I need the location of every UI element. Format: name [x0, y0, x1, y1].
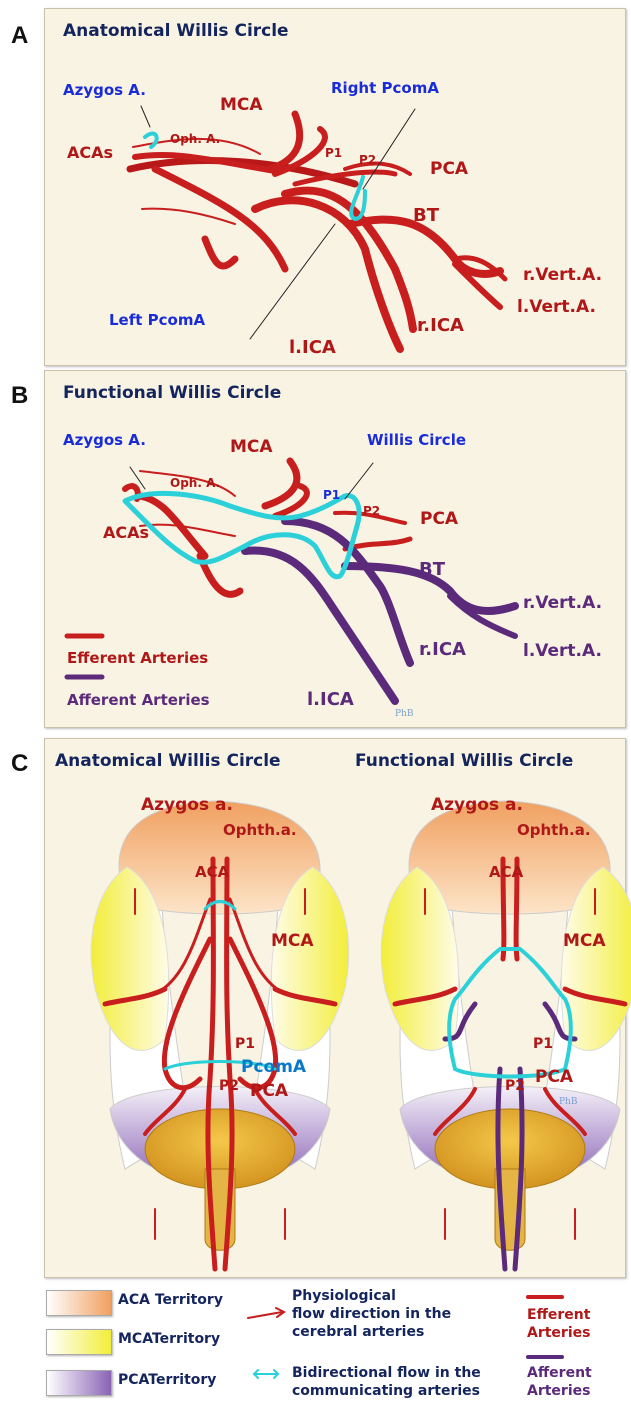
legend-physio-2: flow direction in the: [292, 1306, 451, 1323]
legend-physio-1: Physiological: [292, 1288, 396, 1305]
legend-efferent-2: Arteries: [527, 1325, 590, 1342]
legend-bidir-1: Bidirectional flow in the: [292, 1365, 481, 1382]
legend-afferent-1: Afferent: [527, 1365, 592, 1382]
legend-afferent-2: Arteries: [527, 1383, 590, 1400]
legend-physio-3: cerebral arteries: [292, 1324, 424, 1341]
legend-bidir-2: communicating arteries: [292, 1383, 480, 1400]
legend-efferent-1: Efferent: [527, 1307, 590, 1324]
